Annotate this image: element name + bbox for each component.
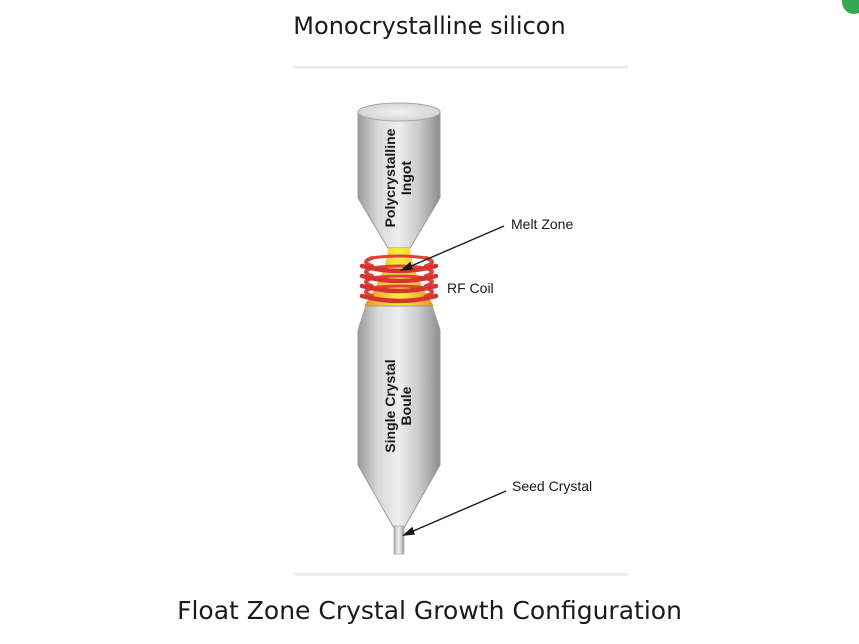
rf-coil-front <box>359 263 439 304</box>
boule-label-line2: Boule <box>398 386 414 425</box>
ingot-label-line1: Polycrystalline <box>382 128 398 227</box>
corner-badge-icon <box>842 0 859 14</box>
boule-label-line1: Single Crystal <box>382 359 398 452</box>
melt-zone-label: Melt Zone <box>511 216 573 232</box>
melt-zone-arrowhead <box>399 261 413 271</box>
leader-lines <box>399 225 507 536</box>
figure-caption: Float Zone Crystal Growth Configuration <box>177 596 682 625</box>
seed-crystal-label: Seed Crystal <box>512 478 592 494</box>
page-title: Monocrystalline silicon <box>293 12 566 40</box>
rf-coil-label: RF Coil <box>447 280 494 296</box>
polycrystalline-ingot <box>357 102 441 249</box>
top-divider <box>294 66 628 69</box>
single-crystal-boule <box>357 305 441 555</box>
bottom-divider <box>294 573 628 576</box>
seed-crystal-arrowhead <box>401 526 415 536</box>
ingot-label-line2: Ingot <box>398 161 414 196</box>
